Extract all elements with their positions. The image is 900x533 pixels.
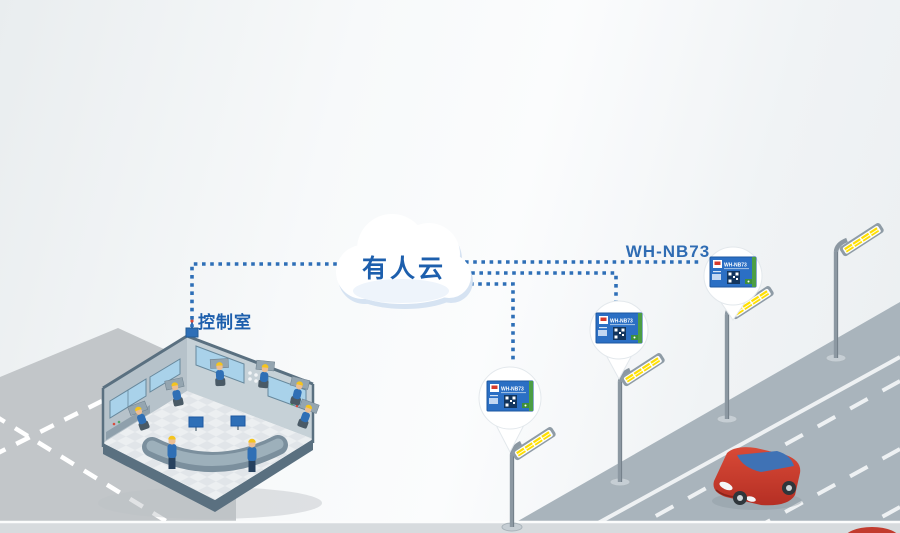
partial-car (847, 527, 897, 533)
lamp-pole (724, 315, 730, 419)
lamp-arm (617, 367, 631, 383)
control-room-label: 控制室 (198, 312, 252, 332)
operator-seated (164, 377, 185, 407)
operator-seated (209, 358, 229, 387)
antenna (185, 319, 199, 338)
usr-cloud: 有人云 (336, 214, 473, 309)
usr-logo (714, 261, 721, 265)
usr-logo (600, 317, 607, 321)
module-board-label: WH-NB73 (501, 387, 524, 393)
connection-line-lamp1 (470, 282, 515, 364)
operator-seated (127, 400, 150, 431)
cloud-label: 有人云 (362, 255, 446, 283)
wh-nb73-label: WH-NB73 (626, 242, 710, 261)
lamp-pole (617, 382, 623, 482)
left-road-centerline-a (0, 416, 190, 533)
red-car (712, 447, 802, 510)
car-windshield (737, 451, 794, 472)
usr-logo (491, 385, 498, 389)
lamp-head (620, 353, 665, 387)
operator-seated (255, 359, 276, 389)
nb-module-board: WH-NB73 (486, 380, 534, 412)
monitor (188, 416, 204, 431)
nb-module-board: WH-NB73 (709, 256, 757, 288)
road-edge-line (579, 355, 900, 533)
module-board-label: WH-NB73 (610, 319, 633, 325)
street-lamp-2 (609, 353, 665, 487)
lamp-arm (833, 237, 848, 253)
left-road-centerline-b (0, 394, 112, 455)
lane-dashes-2 (746, 447, 900, 533)
location-pin-1: WH-NB73 (478, 366, 542, 454)
street-lamp-1 (501, 427, 556, 532)
street-lamp-4 (825, 223, 884, 363)
car-headlight (719, 481, 733, 491)
platform-edge (103, 439, 313, 512)
location-pin-3: WH-NB73 (703, 246, 763, 321)
car-grille (715, 489, 736, 498)
operator-seated (297, 398, 320, 429)
location-pin-2: WH-NB73 (589, 300, 649, 381)
monitor (230, 415, 246, 430)
bottom-road-band (0, 520, 900, 533)
road-right (497, 302, 900, 533)
lamp-pole (833, 252, 839, 358)
nb-module-board: WH-NB73 (595, 312, 643, 344)
operator-seated (289, 376, 311, 406)
wall-screen (149, 358, 181, 393)
lamp-head (839, 223, 884, 257)
lamp-head (511, 427, 556, 461)
car-headlight (746, 496, 756, 502)
control-room (98, 319, 322, 519)
operator-standing (247, 438, 257, 472)
module-board-label: WH-NB73 (724, 263, 747, 269)
connection-line-lamp2 (463, 271, 618, 305)
operator-standing (167, 435, 177, 469)
connection-line-control-room (190, 262, 345, 327)
center-console (142, 415, 288, 472)
lamp-pole (509, 455, 515, 527)
